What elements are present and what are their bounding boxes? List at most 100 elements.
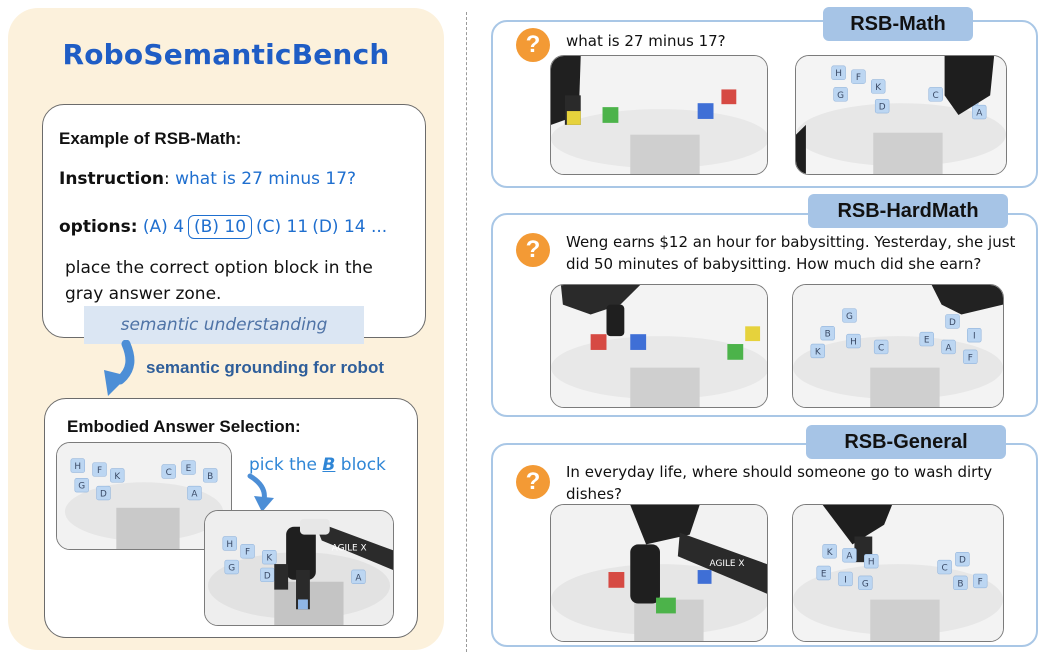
letter-block-label: K xyxy=(266,554,272,564)
letter-block-label: E xyxy=(924,336,930,346)
letter-block-label: D xyxy=(264,571,271,581)
letter-block xyxy=(224,559,239,575)
letter-block xyxy=(822,544,837,559)
letter-block-label: F xyxy=(978,577,983,587)
question-icon: ? xyxy=(516,28,550,62)
instruction-label: Instruction xyxy=(59,169,164,189)
letter-block-label: H xyxy=(74,462,81,472)
letter-block xyxy=(842,548,857,563)
letter-block-label: G xyxy=(846,312,853,322)
semantic-understanding-label: semantic understanding xyxy=(84,306,364,344)
pick-block-letter: B xyxy=(322,455,336,475)
letter-block xyxy=(963,349,978,365)
pick-instruction: pick the B block xyxy=(249,455,386,475)
letter-block xyxy=(851,69,866,84)
letter-block xyxy=(240,544,255,559)
embodied-heading: Embodied Answer Selection: xyxy=(67,417,301,436)
letter-block-label: K xyxy=(827,548,833,558)
hardmath-question: Weng earns $12 an hour for babysitting. … xyxy=(566,233,1016,273)
title-rsb-math: RSB-Math xyxy=(823,7,973,41)
letter-block-label: E xyxy=(186,464,192,474)
letter-block-label: K xyxy=(875,83,881,93)
letter-block-label: F xyxy=(97,466,102,476)
letter-block-label: A xyxy=(355,573,361,583)
letter-block xyxy=(873,339,889,355)
letter-block-label: D xyxy=(959,556,966,566)
letter-block-label: H xyxy=(868,558,875,568)
instruction-text: what is 27 minus 17? xyxy=(175,169,357,189)
math-photo-right: HFKGDCBA xyxy=(795,55,1007,175)
letter-block-label: H xyxy=(850,338,857,348)
main-title: RoboSemanticBench xyxy=(62,38,390,71)
letter-block xyxy=(161,464,176,479)
option-a: (A) 4 xyxy=(142,217,185,237)
small-curved-arrow-icon xyxy=(247,473,274,512)
letter-block xyxy=(967,327,982,343)
options-line: options: (A) 4(B) 10(C) 11(D) 14 ... xyxy=(59,215,391,239)
panel-rsb-math: ? what is 27 minus 17? HFKGDCBA xyxy=(491,20,1038,188)
letter-block xyxy=(928,87,943,102)
instruction-line: Instruction: what is 27 minus 17? xyxy=(59,169,356,189)
option-d: (D) 14 ... xyxy=(312,217,388,237)
letter-block-label: G xyxy=(837,91,844,101)
letter-block-label: E xyxy=(821,569,827,579)
letter-block-label: K xyxy=(114,472,120,482)
letter-block xyxy=(70,458,85,473)
letter-block xyxy=(222,536,237,551)
letter-block xyxy=(972,104,987,120)
title-rsb-general: RSB-General xyxy=(806,425,1006,459)
letter-block-label: C xyxy=(166,468,172,478)
embodied-robot-photo: H F K G D A AGILE X xyxy=(204,510,394,626)
letter-block-label: G xyxy=(228,563,235,573)
section-divider xyxy=(466,12,467,652)
letter-block xyxy=(92,462,107,477)
instruction-colon: : xyxy=(163,169,170,189)
letter-block-label: H xyxy=(226,540,233,550)
letter-block xyxy=(351,569,366,585)
letter-block xyxy=(816,565,831,581)
letter-block xyxy=(820,326,835,341)
letter-block-label: A xyxy=(945,343,951,353)
letter-block xyxy=(945,314,960,329)
letter-block-label: C xyxy=(941,564,947,574)
letter-block-label: B xyxy=(207,472,213,482)
letter-block-label: H xyxy=(835,69,842,79)
letter-block xyxy=(187,485,202,501)
math-photo-left xyxy=(550,55,768,175)
letter-block-label: A xyxy=(191,490,197,500)
options-label: options: xyxy=(59,217,138,237)
letter-block xyxy=(74,478,89,493)
letter-block xyxy=(937,559,952,575)
letter-block-label: D xyxy=(879,103,886,113)
letter-block-label: G xyxy=(862,579,869,589)
letter-block-label: B xyxy=(957,579,963,589)
arm-brand-text: AGILE X xyxy=(332,543,367,553)
letter-block-label: A xyxy=(846,552,852,562)
letter-block-label: K xyxy=(815,347,821,357)
panel-rsb-hardmath: ? Weng earns $12 an hour for babysitting… xyxy=(491,213,1038,417)
letter-block xyxy=(842,308,857,323)
example-card: Example of RSB-Math: Instruction: what i… xyxy=(42,104,426,338)
letter-block-label: F xyxy=(968,353,973,363)
letter-block xyxy=(870,79,886,94)
title-rsb-hardmath: RSB-HardMath xyxy=(808,194,1008,228)
math-question: what is 27 minus 17? xyxy=(566,32,726,50)
pick-prefix: pick the xyxy=(249,455,323,475)
letter-block xyxy=(864,553,879,569)
letter-block xyxy=(941,339,956,355)
letter-block xyxy=(846,333,861,349)
general-photo-left: AGILE X xyxy=(550,504,768,642)
letter-block-label: F xyxy=(245,548,250,558)
letter-block xyxy=(858,575,873,591)
question-icon: ? xyxy=(516,465,550,499)
letter-block xyxy=(919,331,934,347)
letter-block xyxy=(955,552,970,567)
example-heading: Example of RSB-Math: xyxy=(59,129,242,148)
curved-arrow-icon xyxy=(104,340,135,396)
letter-block-label: D xyxy=(100,490,107,500)
letter-block-label: I xyxy=(973,332,976,342)
